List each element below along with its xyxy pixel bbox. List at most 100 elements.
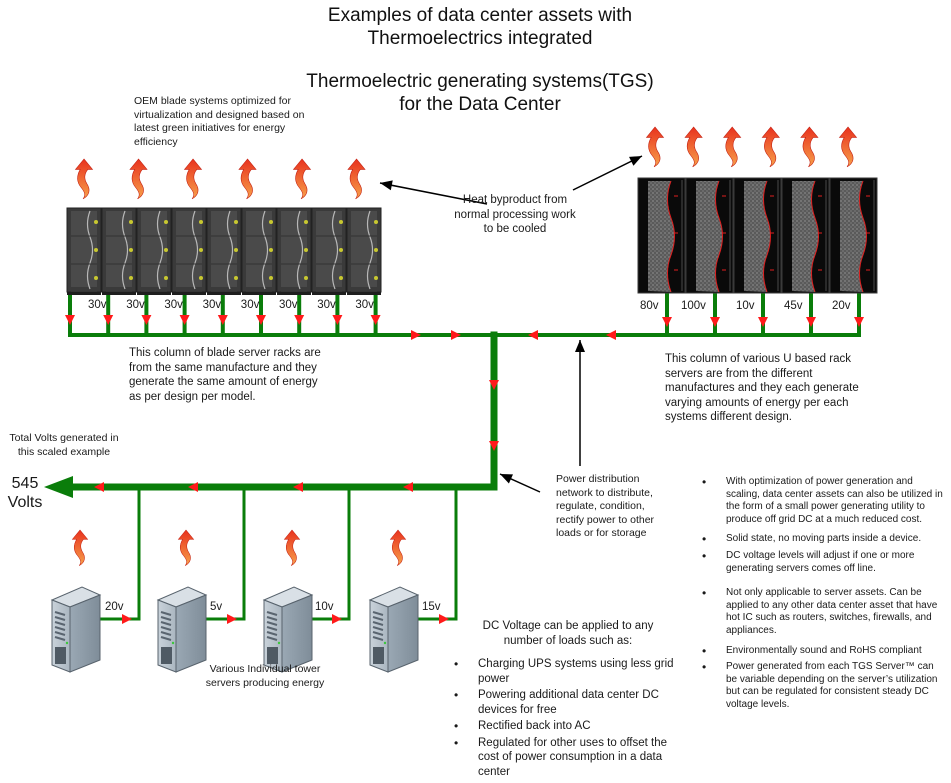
title-line-2: Thermoelectrics integrated bbox=[367, 28, 593, 49]
heat-flame-shape bbox=[177, 529, 195, 566]
heat-icon bbox=[292, 158, 312, 200]
blade-led-icon bbox=[234, 248, 238, 252]
heat-icon bbox=[71, 529, 89, 566]
rack-server bbox=[733, 177, 782, 294]
note-line: efficiency bbox=[134, 135, 178, 148]
tower-drive-bay bbox=[266, 616, 278, 621]
tower-side bbox=[69, 594, 101, 673]
benefit-item: Solid state, no moving parts inside a de… bbox=[696, 533, 946, 546]
blade-led-icon bbox=[234, 276, 238, 280]
tower-vent bbox=[267, 647, 278, 664]
diagram-canvas bbox=[44, 126, 878, 673]
rack-wave bbox=[763, 180, 771, 293]
rack-wave bbox=[811, 180, 819, 293]
blade-base bbox=[207, 292, 241, 295]
note-line: loads or for storage bbox=[556, 527, 647, 539]
flow-arrow-icon bbox=[103, 315, 114, 325]
blade-panel bbox=[316, 211, 342, 287]
flow-arrow-icon bbox=[451, 330, 461, 340]
pointer-to-blade-heat-head-icon bbox=[380, 180, 393, 191]
tower-drive-bay bbox=[372, 611, 384, 616]
heat-icon bbox=[684, 126, 703, 168]
blade-led-icon bbox=[199, 248, 203, 252]
note-line: OEM blade systems optimized for bbox=[134, 95, 291, 107]
rack-wave bbox=[859, 180, 867, 293]
flow-arrow-icon bbox=[439, 614, 449, 624]
heat-flame-shape bbox=[761, 126, 780, 168]
note-line: This column of various U based rack bbox=[665, 353, 851, 365]
tower-drive-bay bbox=[160, 616, 172, 621]
flow-arrow-icon bbox=[179, 315, 190, 325]
note-line: systems different design. bbox=[665, 411, 792, 423]
blade-panel bbox=[141, 211, 167, 287]
note-line: from the same manufacture and they bbox=[129, 361, 317, 374]
blade-server-rack bbox=[101, 207, 137, 295]
blade-panel bbox=[176, 211, 202, 287]
blade-led-icon bbox=[164, 248, 168, 252]
blade-panel bbox=[106, 211, 132, 287]
note-line: manufactures and they each generate bbox=[665, 382, 859, 394]
blade-led-icon bbox=[199, 220, 203, 224]
rack-voltage-label: 20v bbox=[832, 300, 851, 312]
tower-drive-bay bbox=[372, 636, 384, 641]
tower-server bbox=[50, 586, 102, 673]
blade-led-icon bbox=[164, 276, 168, 280]
flow-arrow-icon bbox=[606, 330, 616, 340]
flow-arrow-icon bbox=[256, 315, 266, 325]
tower-power-led-icon bbox=[383, 641, 387, 645]
blade-led-icon bbox=[304, 276, 308, 280]
total-volts-number: 545 bbox=[11, 475, 39, 492]
blade-server-rack bbox=[206, 207, 242, 295]
blade-panel bbox=[71, 211, 97, 287]
blade-server-rack bbox=[136, 207, 172, 295]
blade-panel bbox=[281, 211, 307, 287]
rack-server bbox=[685, 177, 734, 294]
blade-wave bbox=[156, 210, 164, 290]
dc-loads-heading: DC Voltage can be applied to any number … bbox=[448, 619, 688, 648]
title-line-4: for the Data Center bbox=[399, 94, 561, 115]
load-item: Powering additional data center DC devic… bbox=[448, 688, 688, 717]
load-item: Regulated for other uses to offset the c… bbox=[448, 736, 688, 780]
tower-drive-bay bbox=[266, 611, 278, 616]
blade-led-icon bbox=[339, 248, 343, 252]
flow-arrow-icon bbox=[489, 380, 499, 390]
flow-arrow-icon bbox=[293, 482, 303, 492]
flow-arrow-icon bbox=[227, 614, 237, 624]
pointer-to-rack-heat-head-icon bbox=[629, 156, 642, 166]
total-volts-label: Total Volts generated in this scaled exa… bbox=[0, 432, 128, 459]
blade-voltage-label: 30v bbox=[279, 299, 298, 311]
heat-flame-shape bbox=[389, 529, 407, 566]
benefit-item: With optimization of power generation an… bbox=[696, 476, 946, 526]
heat-icon bbox=[800, 126, 819, 168]
tower-drive-bay bbox=[160, 621, 172, 626]
blade-base bbox=[242, 292, 276, 295]
blade-wave bbox=[331, 210, 339, 290]
flow-arrow-icon bbox=[188, 482, 198, 492]
tower-vent bbox=[55, 647, 66, 664]
blade-server-rack bbox=[241, 207, 277, 295]
blade-led-icon bbox=[374, 248, 378, 252]
heat-flame-shape bbox=[800, 126, 819, 168]
blade-voltage-label: 30v bbox=[317, 299, 336, 311]
flow-arrow-icon bbox=[217, 315, 228, 325]
blade-panel bbox=[246, 211, 272, 287]
tower-drive-bay bbox=[372, 626, 384, 631]
heat-icon bbox=[129, 158, 148, 200]
heat-icon bbox=[389, 529, 407, 566]
note-line: Heat byproduct from bbox=[462, 194, 568, 206]
flow-arrow-icon bbox=[94, 482, 104, 492]
blade-server-rack bbox=[311, 207, 347, 295]
note-line: regulate, condition, bbox=[556, 500, 645, 512]
flow-arrow-icon bbox=[370, 315, 381, 325]
flow-arrow-icon bbox=[489, 441, 499, 451]
blade-column-note: This column of blade server racks are fr… bbox=[129, 346, 389, 404]
blade-wave bbox=[191, 210, 199, 290]
tower-voltage-label: 5v bbox=[210, 601, 223, 613]
blade-server-rack bbox=[171, 207, 207, 295]
note-line: virtualization and designed based on bbox=[134, 108, 305, 121]
flow-arrow-icon bbox=[65, 315, 75, 325]
tower-drive-bay bbox=[54, 626, 66, 631]
note-line: network to distribute, bbox=[556, 486, 653, 499]
blade-base bbox=[312, 292, 346, 295]
note-line: as per design per model. bbox=[129, 390, 256, 403]
